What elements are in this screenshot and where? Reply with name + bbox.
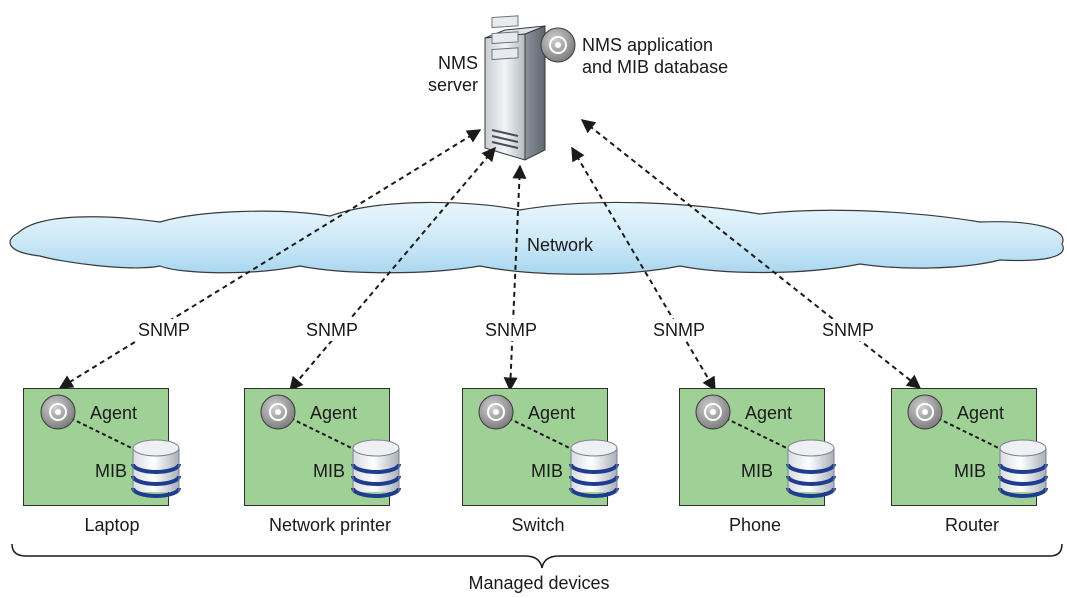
snmp-label-network-printer: SNMP (305, 319, 359, 341)
device-name-router: Router (944, 515, 1000, 535)
snmp-link-network-printer (289, 146, 496, 392)
agent-label-switch: Agent (528, 403, 576, 423)
device-name-network-printer: Network printer (268, 515, 392, 535)
mib-label-switch: MIB (531, 461, 564, 481)
agent-label-laptop: Agent (90, 403, 138, 423)
nms-server-label-line2: server (427, 75, 478, 95)
snmp-label-laptop: SNMP (137, 319, 191, 341)
nms-application-label-line1: NMS application (582, 35, 714, 55)
nms-application-label-line2: and MIB database (582, 57, 729, 77)
mib-label-network-printer: MIB (313, 461, 346, 481)
network-label: Network (527, 235, 594, 255)
nms-server-icon (484, 15, 546, 161)
managed-devices-brace (11, 543, 1063, 569)
agent-label-phone: Agent (745, 403, 793, 423)
device-name-laptop: Laptop (84, 515, 140, 535)
nms-server-label-line1: NMS (438, 53, 478, 73)
snmp-label-router: SNMP (821, 319, 875, 341)
nms-application-disc-icon (540, 27, 576, 63)
snmp-label-phone: SNMP (652, 319, 706, 341)
agent-label-network-printer: Agent (310, 403, 358, 423)
mib-label-phone: MIB (741, 461, 774, 481)
device-name-switch: Switch (511, 515, 565, 535)
device-name-phone: Phone (728, 515, 782, 535)
snmp-links (58, 119, 922, 392)
nms-server-label: NMS server (398, 52, 478, 96)
mib-label-router: MIB (954, 461, 987, 481)
snmp-link-switch (503, 164, 527, 392)
snmp-label-switch: SNMP (484, 319, 538, 341)
mib-label-laptop: MIB (95, 461, 128, 481)
nms-application-label: NMS application and MIB database (582, 34, 728, 78)
agent-label-router: Agent (957, 403, 1005, 423)
managed-devices-label: Managed devices (468, 573, 610, 593)
